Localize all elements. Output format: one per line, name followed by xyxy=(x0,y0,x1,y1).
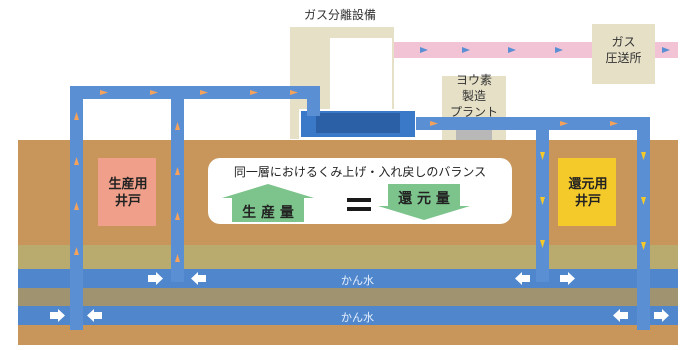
flow-arrows-down xyxy=(540,152,646,250)
brine-flow-arrows xyxy=(50,272,669,322)
gravel-layer xyxy=(18,288,678,306)
reinjection-outer-pipe xyxy=(637,117,650,330)
flow-arrows-up xyxy=(74,112,180,262)
reinjection-well-label: 還元用 井戸 xyxy=(558,158,618,228)
reinjection-top-pipe xyxy=(526,117,650,130)
production-well-box xyxy=(98,158,156,226)
production-well-label: 生産用 井戸 xyxy=(98,158,158,228)
plant-outlet-pipe xyxy=(416,117,526,130)
production-top-pipe xyxy=(70,86,320,99)
gas-compression-station xyxy=(592,24,655,84)
gas-pipe xyxy=(394,42,592,58)
production-well-label-line2: 井戸 xyxy=(114,194,141,209)
reinjection-well-label-line1: 還元用 xyxy=(568,177,608,192)
production-amount-label: 生 産 量 xyxy=(242,205,294,221)
gas-separation-window xyxy=(330,38,392,114)
reinjection-well-box xyxy=(558,158,616,226)
gas-compression-label-line1: ガス xyxy=(611,35,636,49)
gas-compression-label: ガス 圧送所 xyxy=(592,34,655,66)
balance-title: 同一層におけるくみ上げ・入れ戻しのバランス xyxy=(233,165,487,179)
gas-separation-label: ガス分離設備 xyxy=(304,8,377,22)
reinjection-well-label-line2: 井戸 xyxy=(574,194,601,209)
brine-upper-label: かん水 xyxy=(341,274,374,287)
flow-arrows-top xyxy=(100,90,618,126)
separation-tank-inner xyxy=(316,113,400,133)
brine-lower-label: かん水 xyxy=(341,311,374,324)
production-inner-pipe xyxy=(171,99,184,282)
iodine-plant-label-line1: ヨウ素 xyxy=(455,73,492,87)
brine-layer-lower xyxy=(18,306,678,325)
gas-flow-arrows xyxy=(420,47,670,53)
iodine-plant-label: ヨウ素 製造 プラント xyxy=(442,72,506,120)
production-down-pipe xyxy=(307,86,320,116)
production-well-label-line1: 生産用 xyxy=(108,177,148,192)
sand-layer xyxy=(18,245,678,269)
gas-compression-label-line2: 圧送所 xyxy=(605,51,642,65)
iodine-plant-label-line3: プラント xyxy=(449,105,498,119)
reinjection-amount-label: 還 元 量 xyxy=(398,191,450,207)
soil-bottom-layer xyxy=(18,325,678,345)
iodine-plant-label-line2: 製造 xyxy=(461,89,486,103)
